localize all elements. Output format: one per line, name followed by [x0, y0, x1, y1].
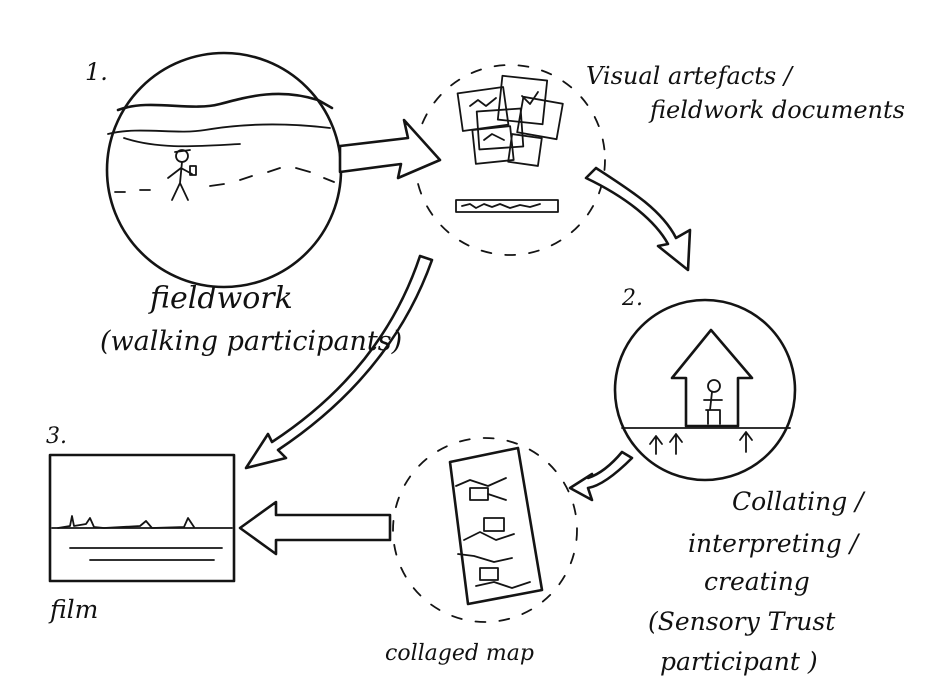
- walking-person-icon: [167, 149, 197, 201]
- collating-label-line5: participant ): [660, 647, 818, 676]
- arrow-artefacts-to-collating: [584, 166, 692, 272]
- arrow-fieldwork-to-artefacts: [338, 118, 442, 180]
- collating-label-line1: Collating /: [732, 487, 866, 516]
- fieldwork-label-line1: fieldwork: [148, 281, 293, 316]
- film-strip-icon: [455, 199, 559, 213]
- map-sheet-icon: [448, 446, 544, 606]
- arrow-map-to-film: [238, 500, 392, 556]
- artefacts-label-line1: Visual artefacts /: [586, 62, 795, 90]
- artefacts-circle: [414, 64, 606, 256]
- collating-label-line2: interpreting /: [688, 529, 861, 558]
- collaged-map-label: collaged map: [385, 641, 534, 666]
- fieldwork-label-line2: (walking participants): [100, 326, 402, 357]
- house-icon: [670, 328, 754, 428]
- step-number-2: 2.: [621, 286, 643, 311]
- film-label: film: [48, 595, 98, 624]
- photo-stack-icon: [456, 74, 564, 167]
- seated-person-icon: [703, 379, 723, 425]
- arrow-artefacts-to-film: [244, 254, 434, 470]
- collating-circle: [613, 298, 797, 482]
- step-number-3: 3.: [46, 424, 67, 449]
- arrow-collating-to-map: [568, 450, 634, 502]
- film-frame: [48, 453, 236, 583]
- collating-label-line3: creating: [704, 567, 810, 596]
- artefacts-label-line2: fieldwork documents: [648, 96, 905, 124]
- step-number-1: 1.: [85, 58, 108, 86]
- collaged-map-circle: [392, 437, 578, 623]
- collating-label-line4: (Sensory Trust: [648, 607, 836, 636]
- fieldwork-circle: [105, 51, 343, 289]
